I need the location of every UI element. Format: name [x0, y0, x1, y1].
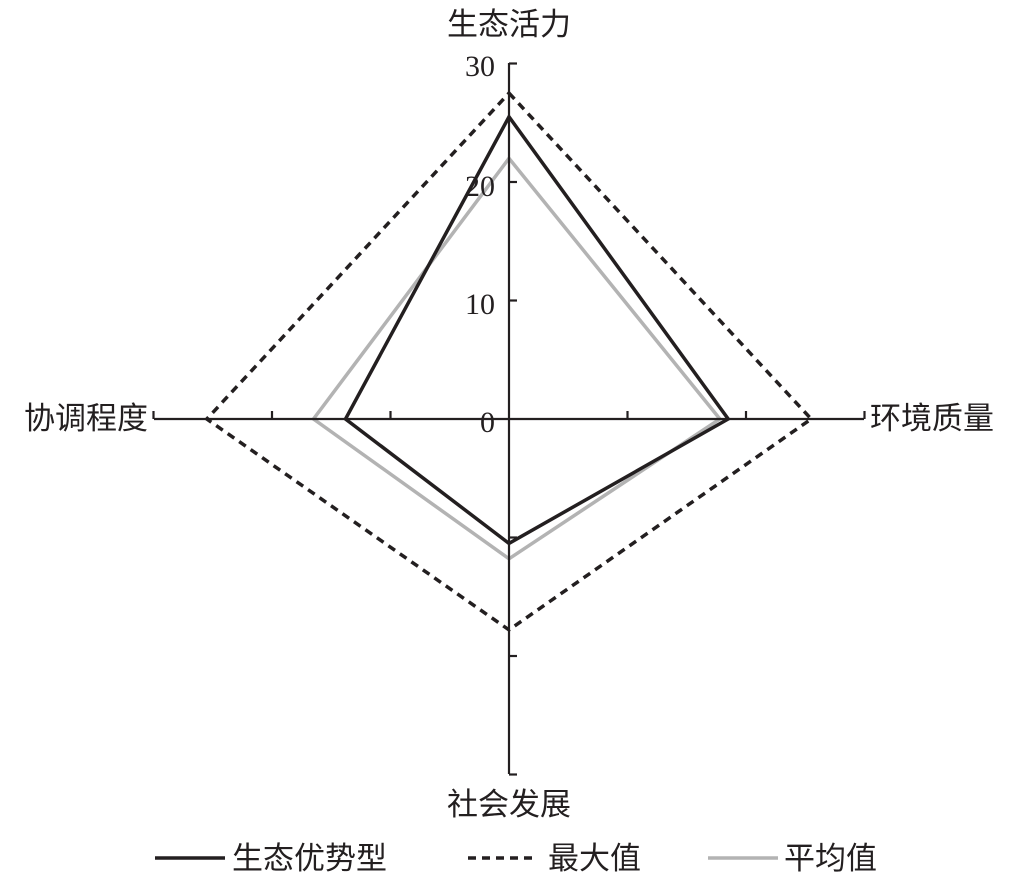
axes-layer: [154, 63, 864, 774]
axis-label-huanjing-zhiliang: 环境质量: [870, 401, 994, 437]
series-shengtai-youshi: [343, 113, 731, 546]
tick-layer: [152, 62, 866, 776]
tick-label-0: 0: [480, 406, 495, 439]
tick-label-20: 20: [465, 170, 495, 203]
legend-label-pingjun: 平均值: [784, 841, 877, 877]
tick-label-10: 10: [465, 288, 495, 321]
axis-label-xietiao-chengdu: 协调程度: [24, 401, 148, 437]
legend-label-zuida: 最大值: [548, 841, 641, 877]
series-pingjun: [311, 155, 723, 561]
legend-label-shengtai-youshi: 生态优势型: [232, 841, 387, 877]
axis-label-shengtai-huoli: 生态活力: [447, 7, 571, 43]
axis-label-shehui-fazhan: 社会发展: [447, 787, 571, 823]
legend: 生态优势型 最大值 平均值: [155, 841, 877, 877]
tick-label-30: 30: [465, 50, 495, 83]
